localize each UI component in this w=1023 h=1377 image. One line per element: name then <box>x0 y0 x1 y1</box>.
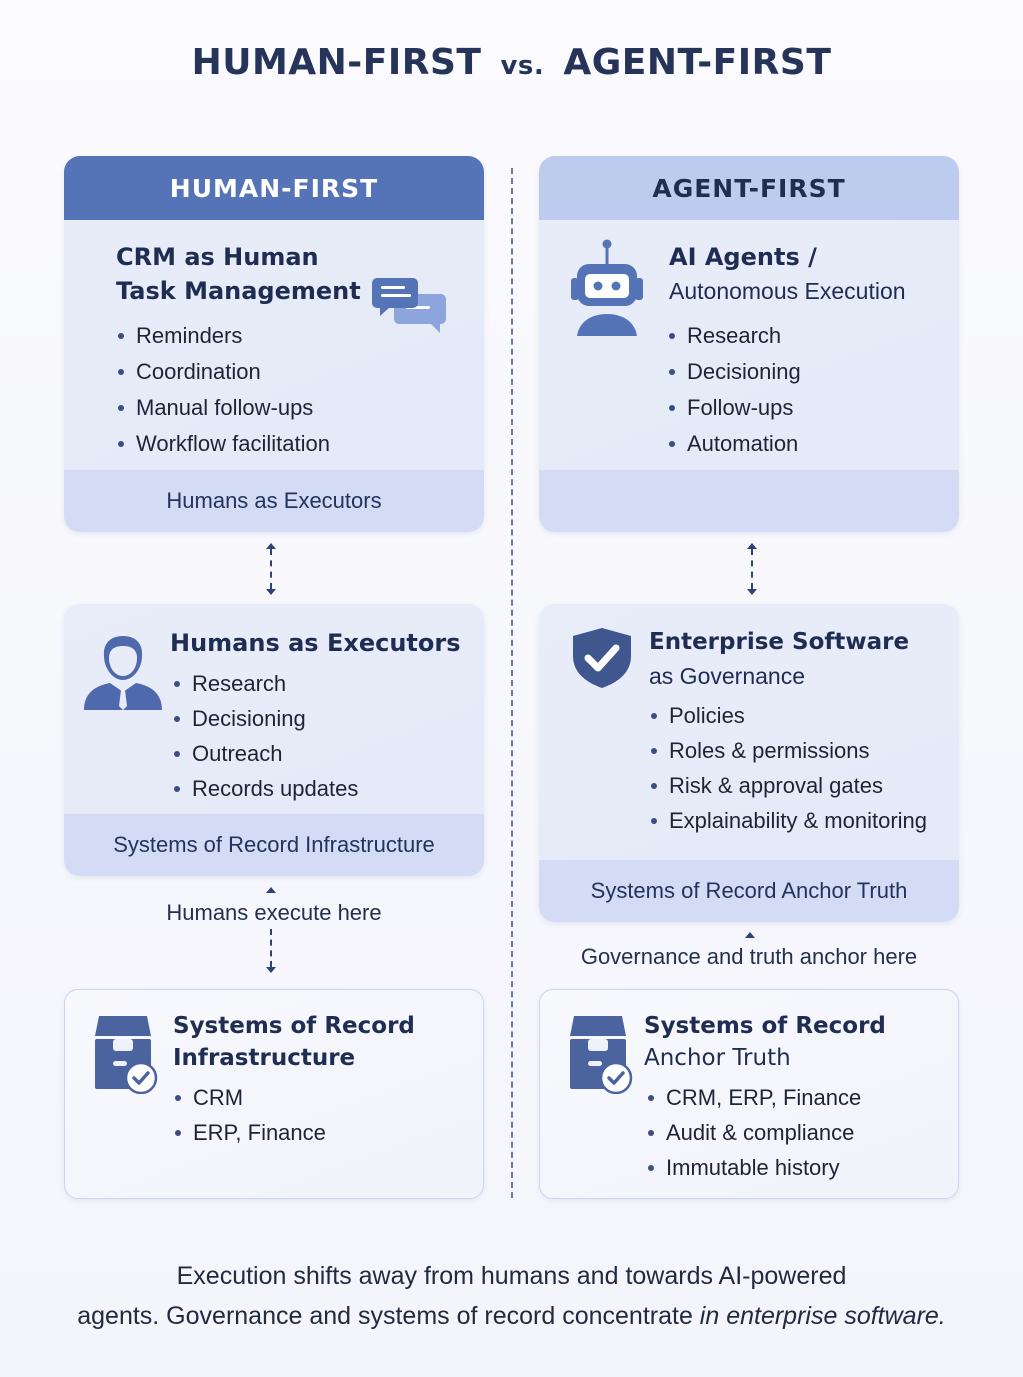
list-item: Research <box>172 666 358 701</box>
list-item: Research <box>667 318 801 354</box>
summary-footer: Execution shifts away from humans and to… <box>0 1256 1023 1336</box>
shield-check-icon <box>573 628 631 688</box>
agent-middle-card-footer: Systems of Record Anchor Truth <box>539 860 959 922</box>
human-connector-arrow-2 <box>266 887 276 973</box>
list-item: Explainability & monitoring <box>649 803 927 838</box>
title-vs: vs. <box>500 51 545 81</box>
list-item: ERP, Finance <box>173 1115 326 1150</box>
humans-executors-heading: Humans as Executors <box>170 629 461 657</box>
human-first-top-card: HUMAN-FIRST CRM as Human Task Management… <box>64 156 484 532</box>
governance-anchor-caption: Governance and truth anchor here <box>580 944 918 969</box>
list-item: Follow-ups <box>667 390 801 426</box>
human-middle-card-footer: Systems of Record Infrastructure <box>64 814 484 876</box>
summary-line-2-italic: in enterprise software. <box>699 1302 946 1330</box>
summary-line-2: agents. Governance and systems of record… <box>0 1296 1023 1336</box>
summary-line-2-normal: agents. Governance and systems of record… <box>77 1302 700 1330</box>
agent-first-header: AGENT-FIRST <box>539 156 959 220</box>
list-item: Records updates <box>172 771 358 806</box>
agent-systems-of-record-card: Systems of Record Anchor Truth CRM, ERP,… <box>539 989 959 1199</box>
agent-first-top-card: AGENT-FIRST AI Agents / Autonomous Execu… <box>539 156 959 532</box>
humans-execute-caption: Humans execute here <box>166 900 382 925</box>
agent-connector-arrow-1 <box>747 543 757 595</box>
sor-infra-list: CRM ERP, Finance <box>173 1080 326 1150</box>
enterprise-governance-card: Enterprise Software as Governance Polici… <box>539 604 959 922</box>
list-item: Decisioning <box>667 354 801 390</box>
human-systems-of-record-card: Systems of Record Infrastructure CRM ERP… <box>64 989 484 1199</box>
robot-icon <box>571 239 643 336</box>
agent-connector-arrow-2 <box>745 932 755 940</box>
crm-heading-line2: Task Management <box>116 277 361 305</box>
governance-list: Policies Roles & permissions Risk & appr… <box>649 698 927 838</box>
governance-heading-line2: as Governance <box>649 663 805 689</box>
archive-check-icon <box>95 1016 158 1094</box>
archive-check-icon <box>570 1016 633 1094</box>
governance-heading-line1: Enterprise Software <box>649 629 910 655</box>
summary-line-1: Execution shifts away from humans and to… <box>176 1262 847 1290</box>
list-item: Risk & approval gates <box>649 768 927 803</box>
ai-agents-heading-line1: AI Agents / <box>669 243 817 271</box>
sor-infra-heading-line1: Systems of Record <box>173 1013 415 1039</box>
humans-as-executors-card: Humans as Executors Research Decisioning… <box>64 604 484 876</box>
list-item: Policies <box>649 698 927 733</box>
title-left: HUMAN-FIRST <box>191 42 482 83</box>
list-item: Automation <box>667 426 801 462</box>
list-item: Roles & permissions <box>649 733 927 768</box>
ai-agents-heading-line2: Autonomous Execution <box>669 278 906 304</box>
list-item: Audit & compliance <box>646 1115 861 1150</box>
list-item: Manual follow-ups <box>116 390 330 426</box>
center-divider <box>511 168 513 1198</box>
crm-task-list: Reminders Coordination Manual follow-ups… <box>116 318 330 462</box>
list-item: Workflow facilitation <box>116 426 330 462</box>
ai-agents-task-list: Research Decisioning Follow-ups Automati… <box>667 318 801 462</box>
sor-anchor-list: CRM, ERP, Finance Audit & compliance Imm… <box>646 1080 861 1185</box>
crm-heading-line1: CRM as Human <box>116 243 319 271</box>
human-top-card-footer: Humans as Executors <box>64 470 484 532</box>
list-item: Decisioning <box>172 701 358 736</box>
sor-infra-heading-line2: Infrastructure <box>173 1045 356 1071</box>
human-first-header: HUMAN-FIRST <box>64 156 484 220</box>
list-item: Outreach <box>172 736 358 771</box>
chat-bubbles-icon <box>372 278 446 333</box>
sor-anchor-heading-line2: Anchor Truth <box>644 1045 791 1071</box>
agent-top-card-footer <box>539 470 959 532</box>
human-connector-arrow-1 <box>266 543 276 595</box>
human-executor-task-list: Research Decisioning Outreach Records up… <box>172 666 358 806</box>
page-title: HUMAN-FIRST vs. AGENT-FIRST <box>0 42 1023 83</box>
list-item: CRM, ERP, Finance <box>646 1080 861 1115</box>
list-item: CRM <box>173 1080 326 1115</box>
sor-anchor-heading-line1: Systems of Record <box>644 1013 886 1039</box>
person-icon <box>84 636 162 710</box>
list-item: Reminders <box>116 318 330 354</box>
title-right: AGENT-FIRST <box>563 42 832 83</box>
list-item: Immutable history <box>646 1150 861 1185</box>
list-item: Coordination <box>116 354 330 390</box>
